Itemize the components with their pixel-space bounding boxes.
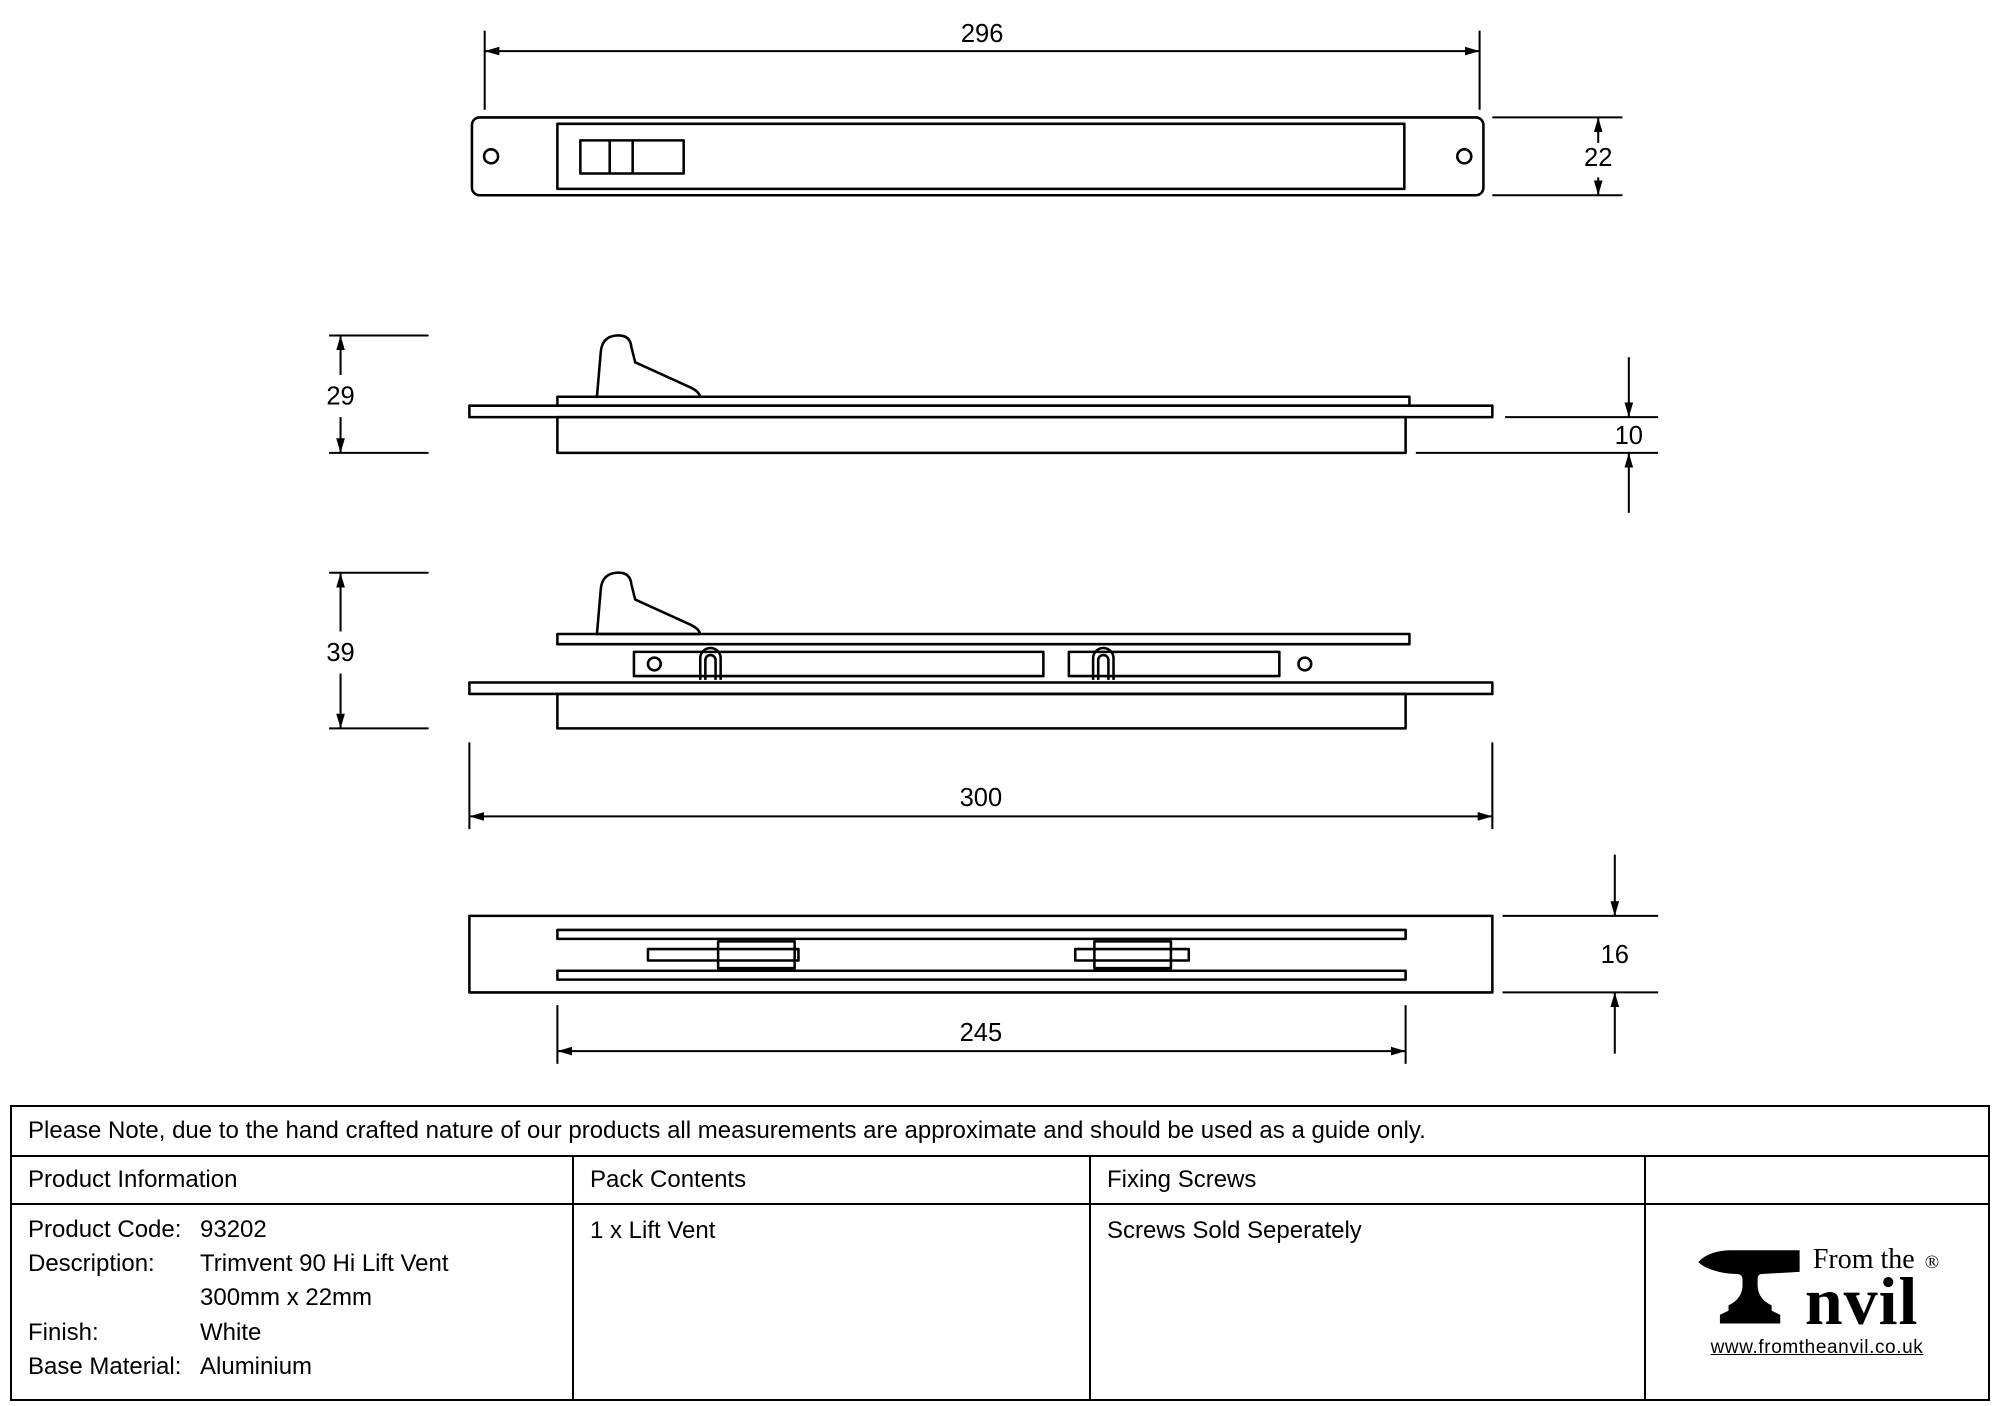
dim-39: 39 (326, 571, 429, 730)
latch-hook-left (698, 646, 722, 680)
pack-contents-cell: 1 x Lift Vent (574, 1205, 1091, 1399)
product-information-cell: Product Code: 93202 Description: Trimven… (12, 1205, 574, 1399)
header-pack-contents: Pack Contents (574, 1157, 1091, 1205)
dim-29: 29 (326, 334, 429, 454)
description-label: Description: (28, 1250, 155, 1278)
anvil-icon (1698, 1249, 1800, 1324)
description-value-line2: 300mm x 22mm (200, 1284, 373, 1312)
product-code-value: 93202 (200, 1216, 267, 1243)
product-info-list: Product Code: 93202 Description: Trimven… (28, 1217, 556, 1379)
front-view (470, 116, 1485, 197)
dim-16: 16 (1502, 854, 1659, 1054)
logo-wordmark: nvil (1804, 1262, 1919, 1339)
linkage-bar-right (1067, 650, 1281, 678)
base-material-value: Aluminium (200, 1352, 313, 1380)
pivot-hole-left (646, 656, 662, 672)
vent-body-side-open (556, 692, 1407, 730)
screw-hole-right (1455, 148, 1473, 165)
description-value-line1: Trimvent 90 Hi Lift Vent (200, 1250, 449, 1278)
dim-29-label: 29 (326, 382, 354, 410)
underside-slot-bottom (556, 969, 1407, 981)
dim-300: 300 (468, 742, 1494, 830)
underside-outline (468, 914, 1494, 994)
pivot-hole-right (1297, 656, 1313, 672)
spec-table: Please Note, due to the hand crafted nat… (10, 1105, 1990, 1401)
dim-16-label: 16 (1601, 941, 1629, 969)
dim-300-label: 300 (960, 784, 1003, 812)
finish-value: White (200, 1318, 262, 1346)
fixing-screws-cell: Screws Sold Seperately (1091, 1205, 1646, 1399)
faceplate-outline (470, 116, 1485, 197)
measurement-note: Please Note, due to the hand crafted nat… (12, 1107, 1988, 1157)
dim-296: 296 (483, 20, 1481, 110)
dim-245-label: 245 (960, 1019, 1003, 1047)
slide-mechanism-right (1073, 947, 1191, 962)
dim-245: 245 (556, 1005, 1407, 1064)
finish-label: Finish: (28, 1318, 99, 1346)
registered-trademark-icon: ® (1924, 1251, 1940, 1273)
header-fixing-screws: Fixing Screws (1091, 1157, 1646, 1205)
dim-22-label: 22 (1584, 144, 1612, 172)
header-logo-spacer (1646, 1157, 1988, 1205)
logo-from-the: From the (1812, 1243, 1915, 1275)
product-code-label: Product Code: (28, 1216, 182, 1243)
website-url[interactable]: www.fromtheanvil.co.uk (1710, 1336, 1924, 1358)
dim-10: 10 (1415, 357, 1659, 513)
vent-flap-closed (556, 395, 1411, 407)
vent-body-side (556, 415, 1407, 455)
vent-opening-outline (556, 122, 1406, 191)
dim-296-label: 296 (961, 20, 1004, 48)
underside-slot-top (556, 928, 1407, 941)
dim-22: 22 (1492, 116, 1623, 197)
underside-view (468, 914, 1494, 994)
lift-handle (595, 334, 702, 399)
anvil-logo: From the ® nvil www.fromtheanvil.co.uk (1695, 1243, 1940, 1359)
technical-drawing: 296 22 29 10 (326, 20, 1659, 1064)
slide-mechanism-left (646, 947, 800, 962)
faceplate-side (468, 404, 1494, 419)
linkage-bar-left (632, 650, 1045, 678)
side-view-closed (468, 334, 1494, 455)
faceplate-side-open (468, 681, 1494, 696)
logo-cell: From the ® nvil www.fromtheanvil.co.uk (1646, 1205, 1988, 1399)
side-view-open (468, 571, 1494, 730)
lift-handle-open (595, 571, 702, 636)
header-product-information: Product Information (12, 1157, 574, 1205)
screw-hole-left (482, 148, 500, 165)
spec-grid: Product Information Pack Contents Fixing… (12, 1157, 1988, 1399)
base-material-label: Base Material: (28, 1352, 182, 1380)
dim-10-label: 10 (1615, 422, 1643, 450)
latch-hook-right (1091, 646, 1115, 680)
vent-flap-open (556, 632, 1411, 646)
note-text: Please Note, due to the hand crafted nat… (28, 1117, 1426, 1144)
dim-39-label: 39 (326, 639, 354, 667)
